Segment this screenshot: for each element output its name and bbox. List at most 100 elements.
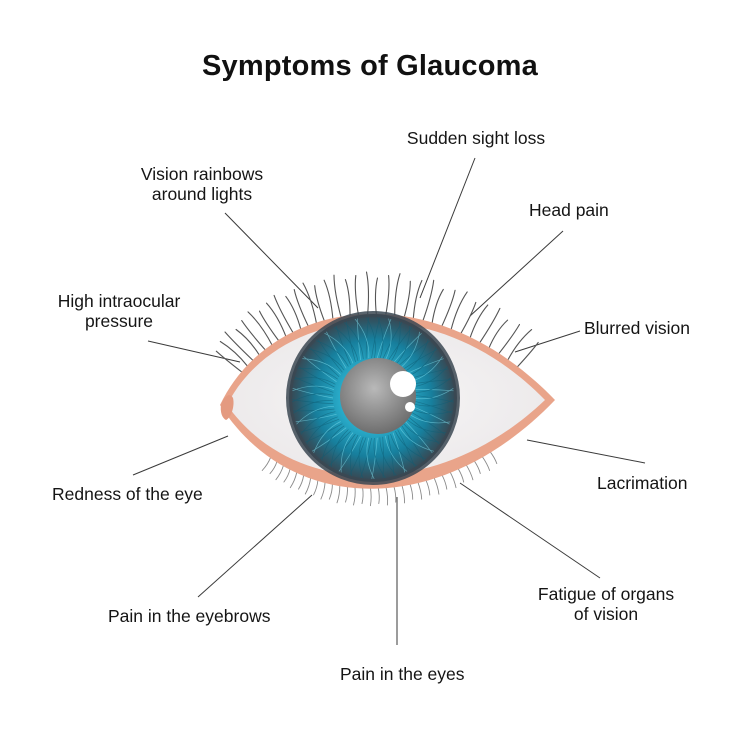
lower-eyelash <box>275 464 284 481</box>
leader-line-blurred-vision <box>514 330 581 353</box>
iris-fiber <box>321 425 345 461</box>
leader-line-high-iop <box>147 340 241 363</box>
iris-fiber <box>390 321 401 363</box>
lower-eyelash <box>328 483 333 500</box>
lower-eyelash <box>361 487 364 505</box>
lower-eyelash <box>489 451 498 465</box>
label-fatigue-of-organs-of-vision: Fatigue of organs of vision <box>520 584 692 624</box>
page-title: Symptoms of Glaucoma <box>202 50 538 82</box>
upper-eyelash <box>215 350 244 374</box>
iris-fiber <box>390 433 418 467</box>
upper-eyelash <box>440 289 456 328</box>
iris-fiber <box>373 437 386 479</box>
upper-eyelash <box>403 280 411 319</box>
iris-fiber <box>343 322 364 360</box>
iris-fiber <box>340 432 354 473</box>
lower-eyelash <box>433 477 440 495</box>
lower-eyelash <box>304 477 312 495</box>
lower-eyelash <box>417 481 423 500</box>
lower-eyelash <box>261 456 272 471</box>
upper-eyelash <box>506 329 533 362</box>
upper-eyelash <box>344 279 351 318</box>
iris-fiber <box>291 393 334 403</box>
iris-fiber <box>379 437 397 476</box>
lower-eyelash <box>377 487 380 505</box>
iris-fiber <box>315 340 349 367</box>
iris-fiber <box>395 325 411 366</box>
iris-fiber <box>358 436 364 479</box>
iris-fiber <box>333 326 359 361</box>
lower-eyelash <box>283 468 291 483</box>
upper-eyelash <box>258 310 280 343</box>
iris-fiber <box>354 318 370 359</box>
iris-fiber <box>330 429 349 468</box>
lower-eyelash <box>385 486 389 506</box>
eye-highlight-large <box>390 371 416 397</box>
upper-eyelash <box>314 285 326 323</box>
upper-eyelash <box>273 294 295 335</box>
lower-eyelash <box>298 474 305 490</box>
label-head-pain: Head pain <box>529 200 609 220</box>
upper-eyelash <box>516 341 539 369</box>
lower-eyelash <box>409 483 414 500</box>
upper-eyelash <box>394 273 401 318</box>
upper-eyelash <box>488 319 509 350</box>
leader-line-redness <box>132 435 229 476</box>
upper-eyelash <box>302 282 318 326</box>
iris-fiber <box>403 423 441 443</box>
iris-fiber <box>302 358 341 375</box>
upper-eyelash <box>469 304 489 340</box>
label-fatigue-line2: of vision <box>573 604 639 624</box>
iris-fibers <box>291 316 455 480</box>
leader-line-fatigue <box>459 482 601 579</box>
iris-ring <box>286 311 460 485</box>
label-fatigue-line1: Fatigue of organs <box>537 584 675 604</box>
label-blurred-vision: Blurred vision <box>584 318 690 338</box>
lower-eyelash <box>336 484 341 504</box>
lower-eyelash <box>449 471 457 489</box>
iris-fiber <box>366 437 375 480</box>
upper-eyelash <box>365 271 370 317</box>
upper-eyelash <box>431 288 444 325</box>
iris-fiber <box>350 434 359 477</box>
leader-lines <box>132 157 646 645</box>
iris-fiber <box>293 400 334 414</box>
iris-fiber <box>292 385 335 392</box>
iris-fiber <box>324 332 354 364</box>
upper-eyelash <box>354 274 360 317</box>
iris-fiber <box>399 427 435 452</box>
iris-fiber <box>294 377 336 385</box>
label-vision-rainbows-line1: Vision rainbows <box>140 164 264 184</box>
upper-eyelash <box>323 279 334 321</box>
lower-eyelashes <box>261 451 498 507</box>
upper-eyelash <box>421 279 435 323</box>
upper-eyelash <box>235 328 261 357</box>
upper-eyelash <box>478 307 501 345</box>
upper-eyelash <box>293 288 310 328</box>
iris-fiber <box>385 318 392 361</box>
iris-fiber <box>385 435 408 472</box>
upper-eyelash <box>219 340 249 368</box>
eye-highlight-small <box>405 402 415 412</box>
iris-fiber <box>365 317 376 359</box>
iris-fiber <box>395 431 427 460</box>
iris-fiber <box>406 418 447 433</box>
label-pain-in-the-eyes: Pain in the eyes <box>340 664 465 684</box>
iris-fiber <box>412 376 452 393</box>
label-lacrimation-text: Lacrimation <box>597 473 688 493</box>
iris-fiber <box>296 405 334 425</box>
lower-eyelash <box>441 474 448 490</box>
upper-eyelash <box>497 323 521 356</box>
upper-eyelash <box>285 295 302 331</box>
upper-eyelash <box>374 277 379 317</box>
lower-eyelash <box>425 479 431 496</box>
lower-eyelash <box>393 485 397 503</box>
iris-fiber <box>409 414 451 424</box>
upper-eyelash <box>241 320 267 352</box>
upper-eyelashes <box>215 271 539 374</box>
lower-eyelash <box>465 464 474 481</box>
iris-fiber <box>412 394 454 403</box>
upper-eyelash <box>265 302 287 338</box>
